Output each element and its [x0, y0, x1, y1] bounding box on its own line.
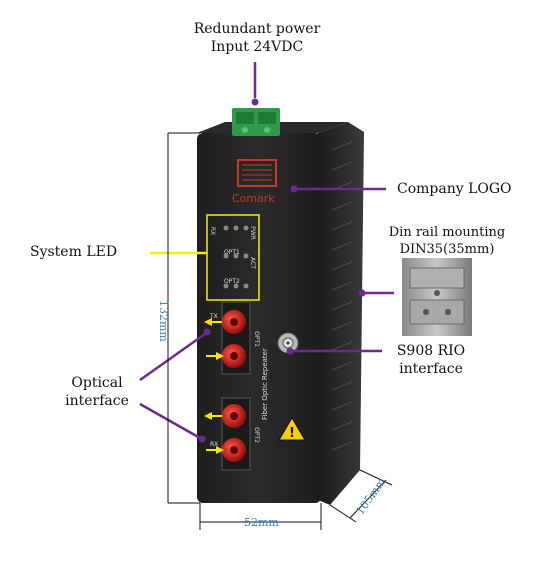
leader-lines	[139, 62, 394, 443]
company-logo	[237, 159, 277, 187]
dimension-lines	[167, 132, 393, 530]
height-dimension: 132mm	[157, 300, 170, 342]
power-terminal-block	[232, 108, 280, 136]
din-callout: Din rail mounting DIN35(35mm)	[384, 224, 510, 258]
din-callout-line2: DIN35(35mm)	[399, 242, 495, 257]
led-rx-label: RX	[209, 226, 217, 236]
warning-icon: !	[278, 417, 306, 441]
din-rail-image	[402, 258, 472, 336]
rio-connector	[277, 332, 299, 354]
led-callout: System LED	[30, 244, 118, 260]
power-callout-line2: Input 24VDC	[210, 39, 304, 55]
power-callout: Redundant power Input 24VDC	[187, 20, 327, 56]
din-callout-line1: Din rail mounting	[388, 225, 506, 240]
port-opt1-label: OPT1	[252, 331, 260, 347]
brand-name: Comark	[232, 192, 275, 205]
optical-callout: Optical interface	[52, 374, 142, 410]
led-panel	[206, 214, 260, 301]
rio-callout-line2: interface	[399, 361, 463, 377]
svg-text:!: !	[289, 426, 295, 441]
port-arrows	[204, 318, 224, 454]
width-dimension: 52mm	[244, 516, 279, 529]
logo-callout: Company LOGO	[397, 181, 512, 197]
optical-callout-line2: interface	[65, 393, 129, 409]
port-opt2-label: OPT2	[252, 427, 260, 443]
rio-callout: S908 RIO interface	[386, 342, 476, 378]
led-opt1-label: OPT1	[224, 249, 240, 256]
optical-callout-line1: Optical	[71, 375, 123, 391]
port-rx-label: RX	[210, 441, 219, 448]
led-act-label: ACT	[248, 257, 256, 269]
device-side-text: Fiber Optic Repeater	[261, 348, 269, 420]
device-side-panel	[318, 122, 364, 505]
rio-callout-line1: S908 RIO	[396, 343, 466, 359]
optical-ports	[221, 301, 251, 471]
power-callout-line1: Redundant power	[193, 21, 321, 37]
port-tx-label: TX	[210, 313, 218, 320]
led-opt2-label: OPT2	[224, 278, 240, 285]
led-pwr-label: PWR	[248, 226, 256, 240]
